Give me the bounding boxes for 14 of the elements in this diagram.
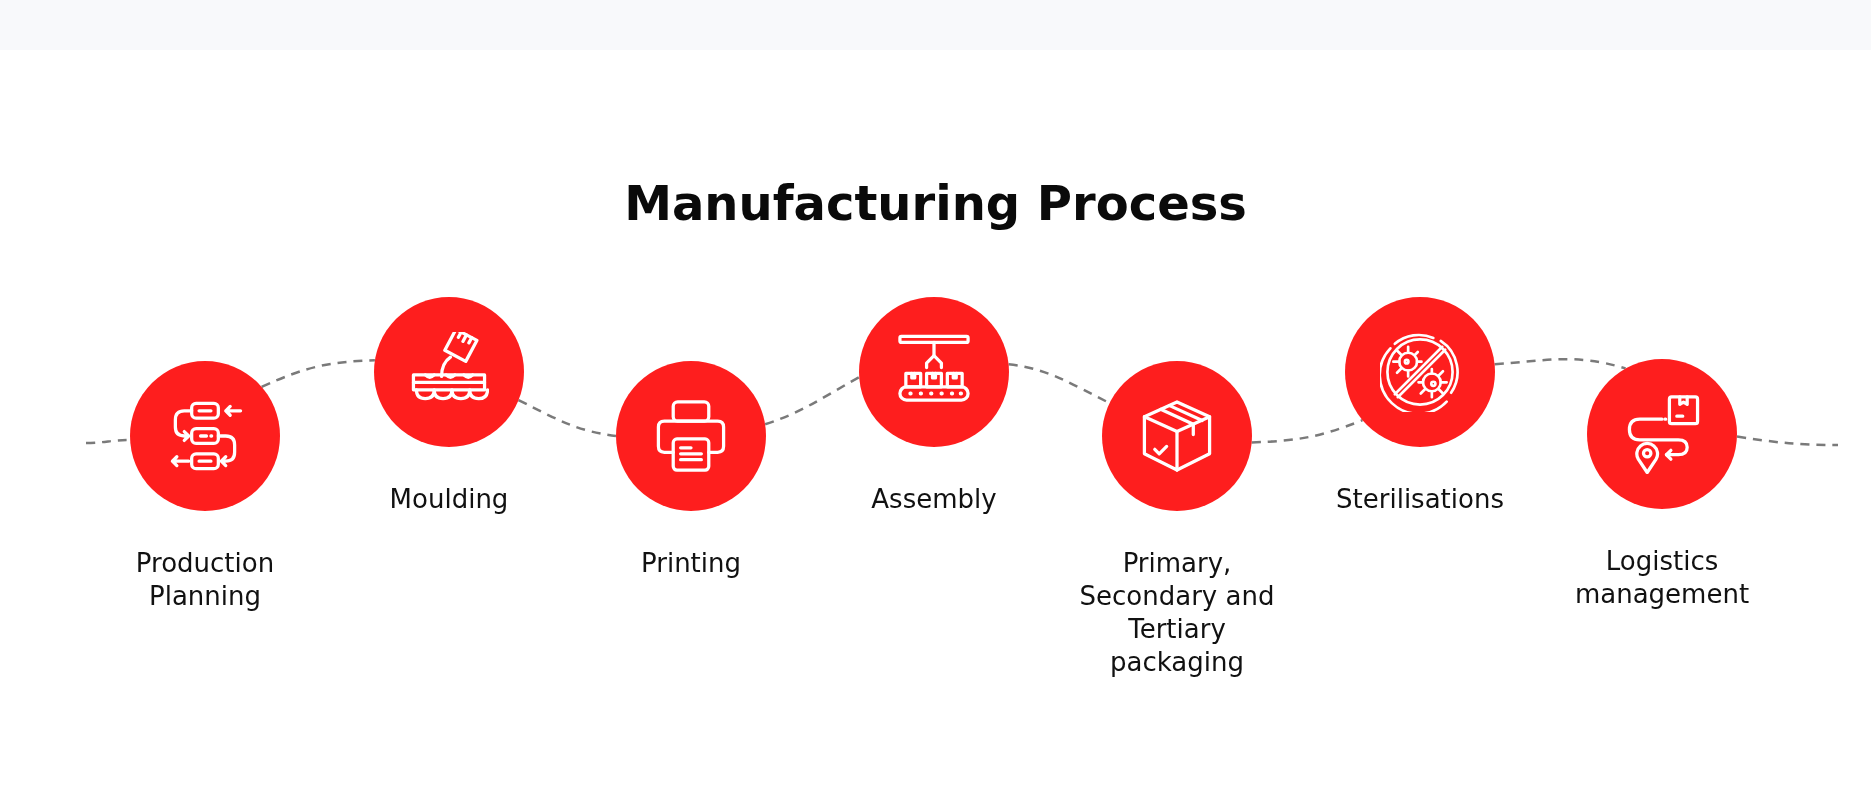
dashed-connector	[1494, 357, 1626, 370]
step-label: Sterilisations	[1336, 483, 1504, 516]
dashed-connector	[517, 399, 617, 438]
step-label: Moulding	[389, 483, 509, 516]
step-label: Production Planning	[134, 547, 276, 613]
step-label: Printing	[641, 547, 741, 580]
dashed-connector	[1251, 419, 1363, 444]
dashed-connector	[764, 376, 860, 426]
step-label: Assembly	[871, 483, 997, 516]
step-label: Primary, Secondary and Tertiary packaging	[1078, 547, 1276, 679]
diagram-title: Manufacturing Process	[624, 174, 1247, 233]
dashed-connector	[1736, 435, 1838, 447]
dashed-connector	[261, 359, 375, 388]
step-label: Logistics management	[1573, 545, 1751, 611]
